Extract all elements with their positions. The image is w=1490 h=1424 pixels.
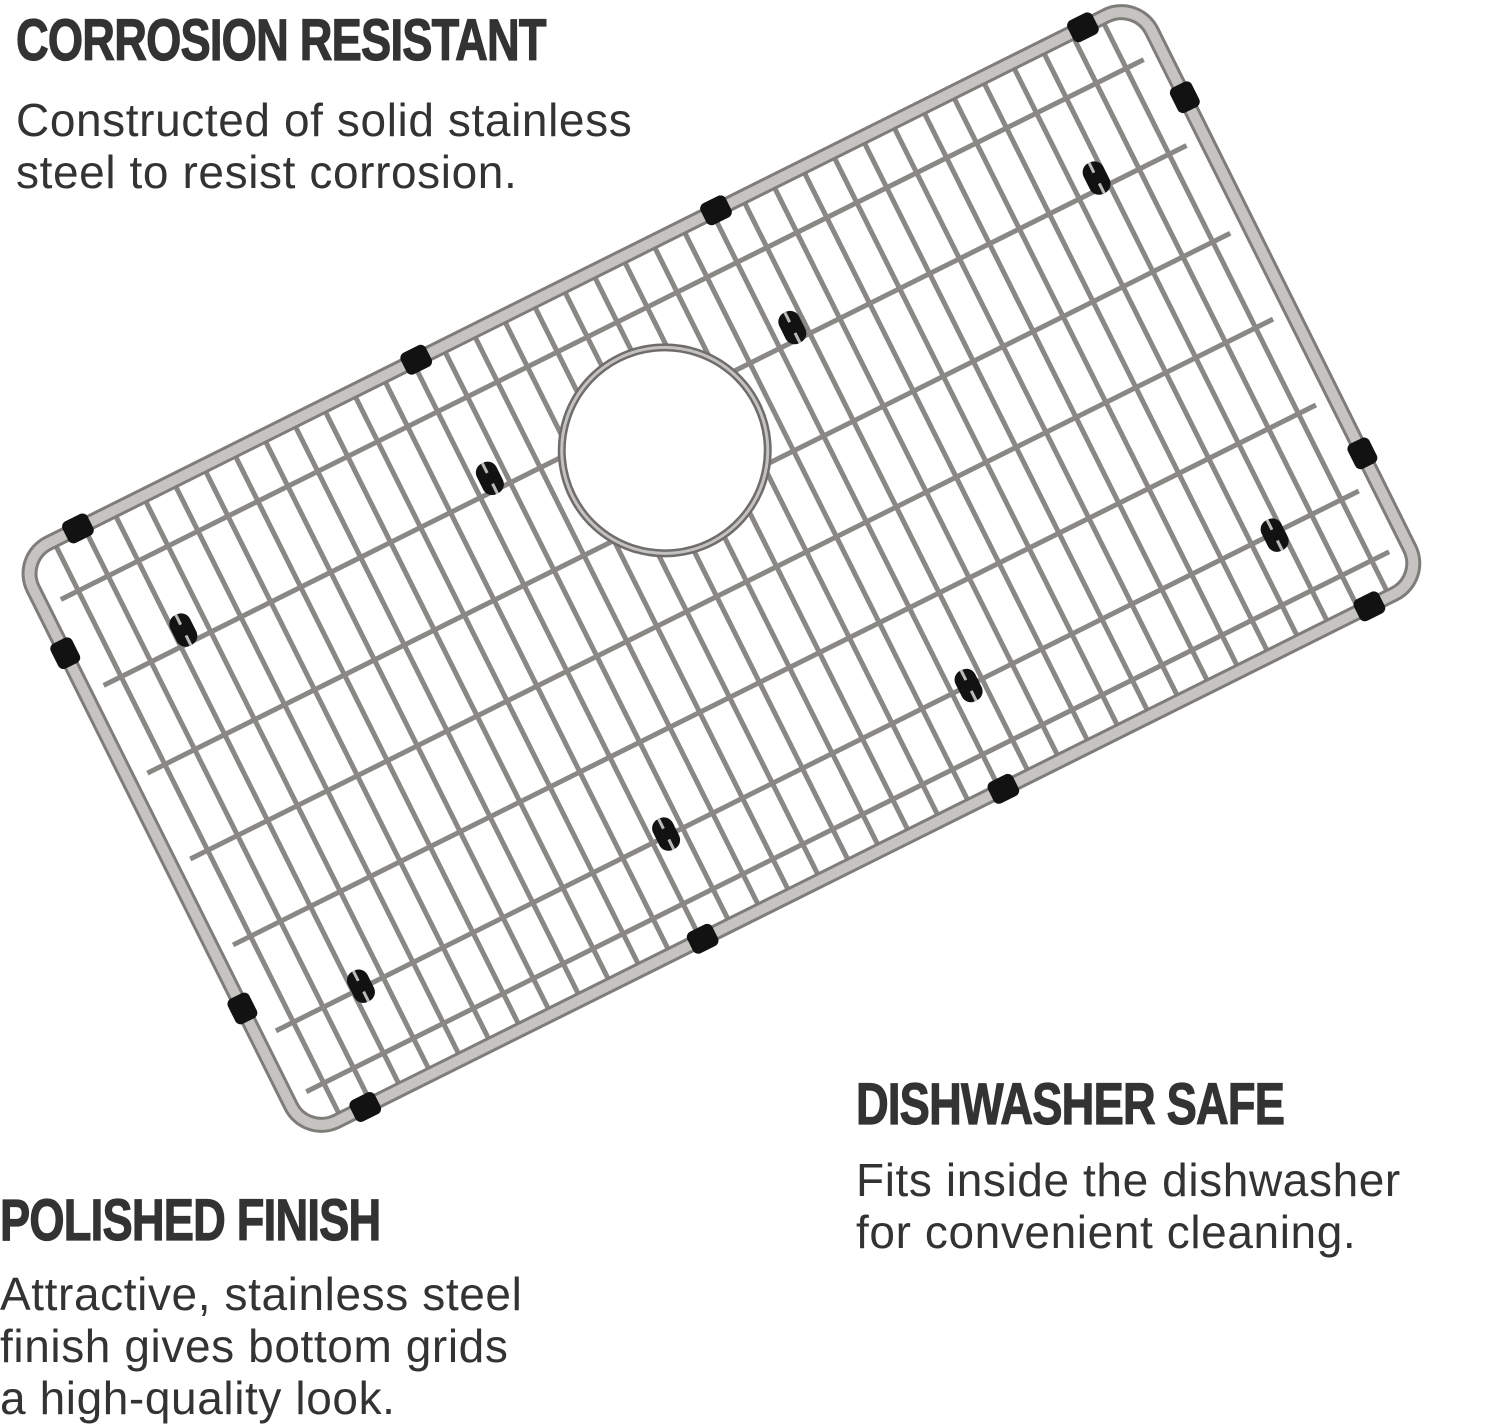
grid-wire xyxy=(83,530,371,1100)
grid-wires xyxy=(53,22,1390,1115)
grid-cross-wires xyxy=(59,57,1391,1094)
rubber-foot-icon xyxy=(169,613,198,647)
rubber-bumpers xyxy=(50,12,1386,1122)
grid-wire xyxy=(611,538,791,891)
rubber-bumper-icon xyxy=(686,923,719,954)
grid-cross-wire xyxy=(102,454,564,688)
grid-wire xyxy=(173,485,461,1055)
feature-title: POLISHED FINISH xyxy=(0,1188,382,1253)
grid-wire xyxy=(323,410,611,981)
rubber-bumper-icon xyxy=(1347,437,1378,470)
rubber-foot-icon xyxy=(346,969,375,1003)
description-line: finish gives bottom grids xyxy=(0,1320,509,1372)
description-line: a high-quality look. xyxy=(0,1372,396,1424)
grid-cross-wire xyxy=(730,143,1188,375)
grid-cross-wire xyxy=(189,316,1275,862)
grid-wire xyxy=(772,186,1060,757)
grid-wire xyxy=(233,455,521,1026)
feature-polished-finish: POLISHED FINISH Attractive, stainless st… xyxy=(0,1188,522,1424)
grid-wire xyxy=(472,335,761,906)
grid-wire xyxy=(832,156,1120,727)
description-line: Attractive, stainless steel xyxy=(0,1268,523,1320)
grid-wire xyxy=(1101,22,1390,593)
grid-cross-wire xyxy=(231,402,1318,948)
description-line: Constructed of solid stainless xyxy=(16,94,633,146)
grid-cross-wire xyxy=(274,488,1360,1034)
grid-wire xyxy=(143,500,431,1070)
grid-wire xyxy=(862,141,1150,712)
grid-wire xyxy=(592,276,635,354)
grid-wire xyxy=(746,509,911,831)
grid-wire xyxy=(383,380,671,951)
feature-title: CORROSION RESISTANT xyxy=(16,8,547,73)
outer-frame-rail xyxy=(21,4,1422,1133)
rubber-foot-icon xyxy=(1082,161,1111,195)
grid-wire xyxy=(682,231,970,802)
description-line: steel to resist corrosion. xyxy=(16,146,518,198)
rubber-bumper-icon xyxy=(987,773,1020,804)
outer-frame-rail-highlight xyxy=(24,7,1419,1130)
rubber-foot-icon xyxy=(954,668,983,703)
grid-wire xyxy=(502,320,565,439)
grid-wire xyxy=(652,246,712,359)
feature-description: Attractive, stainless steel finish gives… xyxy=(0,1268,522,1424)
feature-description: Constructed of solid stainless steel to … xyxy=(16,94,695,198)
rubber-bumper-icon xyxy=(62,513,94,544)
grid-wire xyxy=(922,111,1210,682)
grid-wire xyxy=(293,425,581,996)
grid-wire xyxy=(442,350,731,921)
rubber-bumper-icon xyxy=(50,637,81,670)
rubber-foot-icon xyxy=(1260,518,1289,552)
drain-opening-ring xyxy=(557,343,772,558)
rubber-bumper-icon xyxy=(1169,81,1200,114)
feature-description: Fits inside the dishwasher for convenien… xyxy=(856,1154,1405,1258)
rubber-bumper-icon xyxy=(349,1092,382,1122)
rubber-bumper-icon xyxy=(700,195,732,226)
description-line: for convenient cleaning. xyxy=(856,1206,1357,1258)
feature-dishwasher-safe: DISHWASHER SAFE Fits inside the dishwash… xyxy=(856,1072,1405,1258)
feature-title: DISHWASHER SAFE xyxy=(856,1072,1286,1137)
rubber-foot-icon xyxy=(652,817,681,851)
grid-wire xyxy=(353,395,641,966)
grid-wire xyxy=(712,216,1000,787)
grid-wire xyxy=(1071,37,1360,607)
grid-wire xyxy=(981,82,1270,652)
grid-cross-wire xyxy=(305,549,1391,1094)
grid-wire xyxy=(721,533,881,846)
rubber-feet xyxy=(169,161,1289,1003)
rubber-bumper-icon xyxy=(1067,12,1099,43)
grid-wire xyxy=(263,440,551,1011)
rubber-bumper-icon xyxy=(400,344,433,375)
description-line: Fits inside the dishwasher xyxy=(856,1154,1401,1206)
grid-cross-wire xyxy=(146,538,616,776)
rubber-bumper-icon xyxy=(1353,591,1386,622)
grid-wire xyxy=(802,171,1090,742)
drain-ring-highlight xyxy=(560,345,770,555)
grid-wire xyxy=(413,365,701,936)
grid-wire xyxy=(562,291,606,370)
grid-wire xyxy=(655,552,821,876)
grid-wire xyxy=(622,261,670,349)
feature-corrosion-resistant: CORROSION RESISTANT Constructed of solid… xyxy=(16,8,695,198)
grid-wire xyxy=(1011,67,1300,637)
grid-cross-wire xyxy=(765,230,1232,467)
rubber-bumper-icon xyxy=(227,992,258,1025)
grid-wire xyxy=(203,470,491,1040)
rubber-foot-icon xyxy=(475,461,504,496)
grid-wire xyxy=(53,544,342,1115)
grid-wire xyxy=(742,201,1030,772)
grid-wire xyxy=(690,548,851,861)
grid-wire xyxy=(763,469,940,817)
grid-wire xyxy=(892,126,1180,697)
grid-wire xyxy=(951,97,1240,667)
grid-cross-wire xyxy=(59,57,1145,602)
rubber-foot-icon xyxy=(778,310,807,345)
